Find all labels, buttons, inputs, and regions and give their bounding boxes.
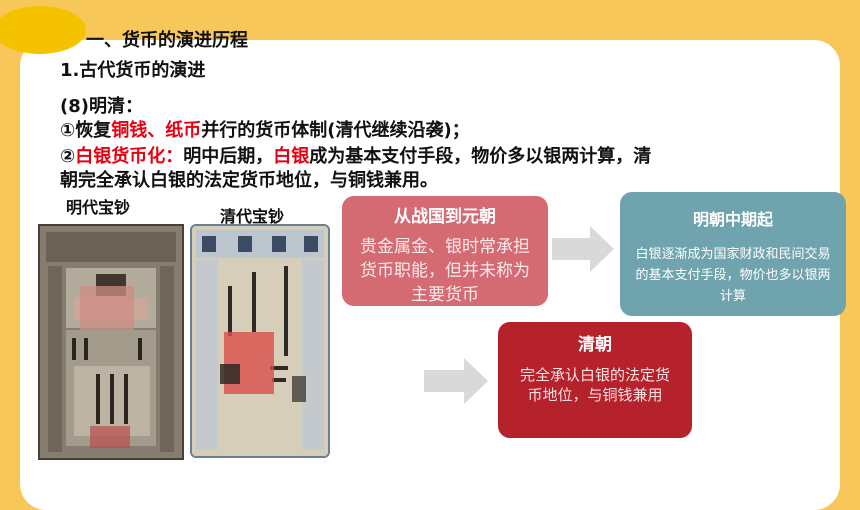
period-title: (8)明清： [60, 96, 143, 117]
box-2-body: 白银逐渐成为国家财政和民间交易的基本支付手段，物价也多以银两计算 [635, 247, 831, 304]
point-2-highlight: 白银货币化： [75, 146, 184, 167]
ming-banknote-caption: 明代宝钞 [66, 198, 131, 217]
section-title: 一、货币的演进历程 [86, 30, 248, 51]
point-2-suffix: 成为基本支付手段，物价多以银两计算，清 [309, 146, 652, 167]
point-1: ①恢复铜钱、纸币并行的货币体制(清代继续沿袭)； [60, 116, 470, 142]
box-1-title: 从战国到元朝 [394, 207, 496, 227]
period-box-qing: 清朝 完全承认白银的法定货币地位，与铜钱兼用 [498, 322, 692, 438]
period-box-warring-states-to-yuan: 从战国到元朝 贵金属金、银时常承担货币职能，但并未称为主要货币 [342, 196, 548, 306]
box-2-title: 明朝中期起 [692, 210, 773, 229]
qing-banknote-image [190, 224, 330, 458]
point-2-prefix: ② [60, 146, 76, 167]
subsection-title: 1.古代货币的演进 [60, 60, 206, 81]
qing-banknote-illustration [192, 226, 328, 456]
arrow-right-icon [424, 358, 488, 404]
point-1-highlight: 铜钱、纸币 [111, 120, 202, 141]
point-1-prefix: ①恢复 [60, 120, 112, 141]
period-box-mid-ming: 明朝中期起 白银逐渐成为国家财政和民间交易的基本支付手段，物价也多以银两计算 [620, 192, 846, 316]
qing-banknote-caption: 清代宝钞 [220, 207, 285, 226]
point-1-suffix: 并行的货币体制(清代继续沿袭)； [201, 120, 470, 141]
point-2-line-2: 朝完全承认白银的法定货币地位，与铜钱兼用。 [60, 170, 438, 191]
point-2-mid: 明中后期， [183, 146, 274, 167]
box-3-body: 完全承认白银的法定货币地位，与铜钱兼用 [519, 366, 670, 404]
point-2-highlight-silver: 白银 [273, 146, 310, 167]
box-3-title: 清朝 [578, 335, 612, 355]
box-1-body: 贵金属金、银时常承担货币职能，但并未称为主要货币 [360, 237, 530, 305]
ming-banknote-illustration [40, 226, 182, 458]
ming-banknote-image [38, 224, 184, 460]
arrow-right-icon [552, 226, 614, 272]
point-2: ②白银货币化：明中后期，白银成为基本支付手段，物价多以银两计算，清 [60, 142, 651, 168]
decorative-blob [0, 6, 86, 54]
